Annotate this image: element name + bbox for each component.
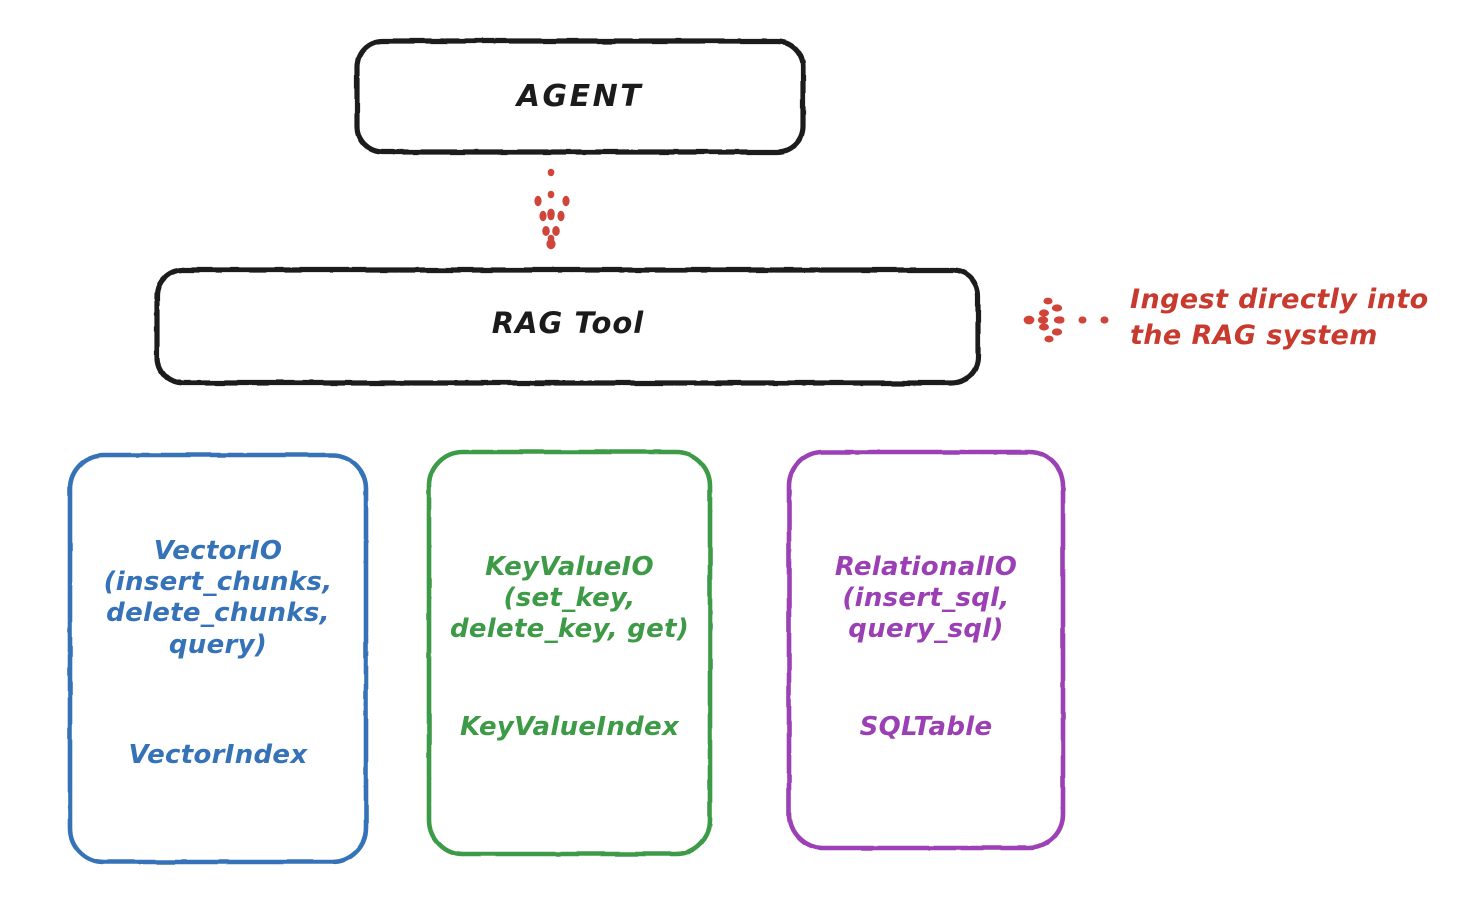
agent-box[interactable]: [354, 38, 806, 155]
key-value-io-node[interactable]: [426, 449, 713, 857]
key-value-io-box[interactable]: [426, 449, 713, 857]
agent-node[interactable]: [354, 38, 806, 155]
rag-tool-node[interactable]: [154, 267, 981, 386]
arrowhead-left-icon: [1023, 297, 1065, 343]
ingest-to-rag-tool-connector: [1023, 297, 1129, 343]
vector-io-box[interactable]: [67, 452, 369, 865]
rag-tool-box[interactable]: [154, 267, 981, 386]
arrowhead-down-icon: [534, 195, 570, 250]
relational-io-node[interactable]: [786, 449, 1066, 851]
vector-io-node[interactable]: [67, 452, 369, 865]
relational-io-box[interactable]: [786, 449, 1066, 851]
agent-to-rag-tool-connector: [534, 168, 570, 250]
